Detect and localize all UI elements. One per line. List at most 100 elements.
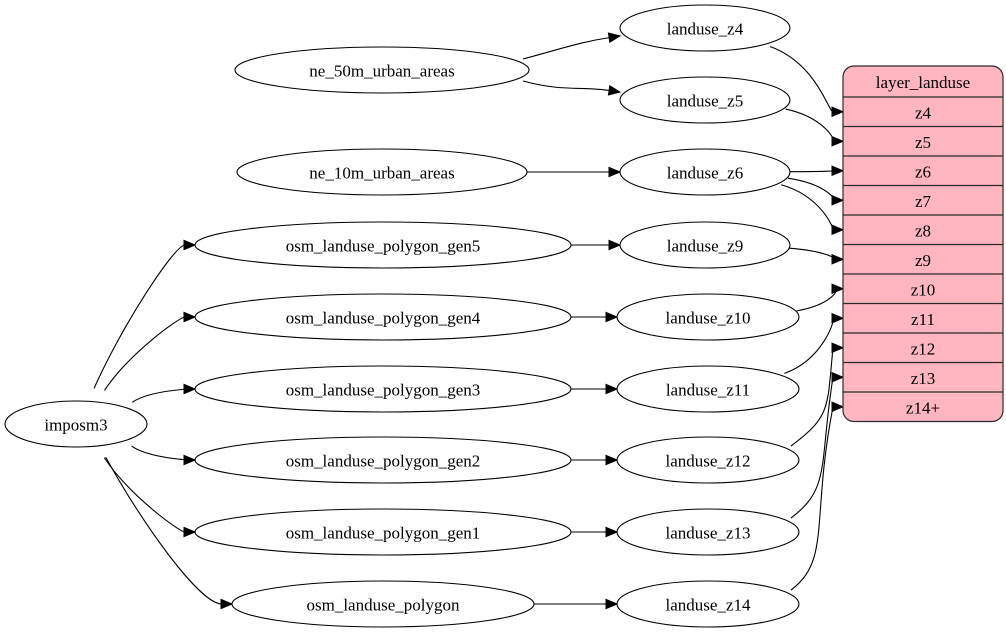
table-ellipse (236, 148, 528, 196)
edge-imposm3-to-osm_landuse_polygon_gen4 (104, 311, 197, 391)
edge-landuse_z5-to-row-z5 (785, 108, 845, 147)
table-ellipse (231, 580, 535, 628)
edge-landuse_z9-to-row-z9 (789, 247, 845, 265)
node-label: landuse_z12 (666, 452, 751, 471)
edge-landuse_z14-to-row-z14plus (790, 401, 845, 591)
node-label: landuse_z6 (667, 164, 743, 183)
table-row-z5[interactable]: z5 (915, 133, 931, 152)
table-ellipse (194, 436, 572, 484)
node-osm_landuse_polygon_gen2[interactable]: osm_landuse_polygon_gen2 (194, 436, 572, 484)
node-imposm3[interactable]: imposm3 (4, 400, 148, 448)
node-landuse_z12[interactable]: landuse_z12 (616, 436, 800, 484)
table-row-z6[interactable]: z6 (915, 162, 931, 181)
nodes-layer: imposm3 ne_50m_urban_areas ne_10m_urban_ar… (4, 4, 800, 628)
arrowhead (608, 239, 622, 251)
table-row-z9[interactable]: z9 (915, 251, 931, 270)
view-ellipse (616, 580, 800, 628)
node-landuse_z13[interactable]: landuse_z13 (616, 508, 800, 556)
node-label: ne_10m_urban_areas (309, 164, 454, 183)
node-label: osm_landuse_polygon_gen1 (286, 524, 481, 543)
arrowhead (183, 311, 197, 323)
arrowhead (605, 454, 619, 466)
edge-osm_landuse_polygon_gen5-to-landuse_z9 (571, 239, 622, 251)
edge-path (131, 388, 187, 403)
node-landuse_z6[interactable]: landuse_z6 (619, 148, 791, 196)
table-row-z4[interactable]: z4 (915, 103, 932, 122)
view-ellipse (619, 148, 791, 196)
node-landuse_z5[interactable]: landuse_z5 (619, 76, 791, 124)
node-label: landuse_z5 (667, 92, 743, 111)
node-ne_10m_urban_areas[interactable]: ne_10m_urban_areas (236, 148, 528, 196)
arrowhead (831, 401, 845, 413)
edge-path (769, 45, 834, 113)
edge-path (522, 80, 611, 92)
view-ellipse (616, 436, 800, 484)
arrowhead (605, 526, 619, 538)
edge-imposm3-to-osm_landuse_polygon_gen3 (131, 383, 197, 403)
view-ellipse (616, 365, 800, 413)
table-row-z7[interactable]: z7 (915, 192, 932, 211)
table-row-z8[interactable]: z8 (915, 221, 931, 240)
source-ellipse (4, 400, 148, 448)
table-ellipse (194, 508, 572, 556)
table-ellipse (194, 293, 572, 341)
view-ellipse (616, 293, 800, 341)
layer-landuse-header-label: layer_landuse (876, 73, 970, 92)
node-osm_landuse_polygon[interactable]: osm_landuse_polygon (231, 580, 535, 628)
edge-landuse_z13-to-row-z13 (790, 371, 845, 519)
arrowhead (607, 85, 622, 96)
table-row-z10[interactable]: z10 (911, 280, 936, 299)
node-osm_landuse_polygon_gen3[interactable]: osm_landuse_polygon_gen3 (194, 365, 572, 413)
node-label: osm_landuse_polygon_gen2 (286, 452, 481, 471)
edge-landuse_z6-to-row-z7 (787, 177, 845, 206)
edge-imposm3-to-osm_landuse_polygon_gen2 (131, 445, 197, 466)
edge-path (131, 445, 187, 461)
node-osm_landuse_polygon_gen4[interactable]: osm_landuse_polygon_gen4 (194, 293, 572, 341)
edge-ne10-to-landuse_z6 (526, 166, 622, 178)
edge-imposm3-to-osm_landuse_polygon_gen5 (93, 239, 197, 389)
edge-path (93, 244, 186, 389)
edge-osm_landuse_polygon-to-landuse_z14 (534, 598, 619, 610)
node-osm_landuse_polygon_gen1[interactable]: osm_landuse_polygon_gen1 (194, 508, 572, 556)
table-row-z11[interactable]: z11 (911, 310, 935, 329)
arrowhead (831, 165, 845, 177)
edge-path (522, 36, 611, 60)
node-label: osm_landuse_polygon_gen4 (286, 309, 481, 328)
node-landuse_z9[interactable]: landuse_z9 (619, 221, 791, 269)
node-label: landuse_z11 (666, 381, 750, 400)
node-ne_50m_urban_areas[interactable]: ne_50m_urban_areas (234, 46, 530, 94)
node-label: osm_landuse_polygon (307, 596, 460, 615)
arrowhead (183, 239, 197, 251)
edge-osm_landuse_polygon_gen4-to-landuse_z10 (571, 311, 619, 323)
table-row-z12[interactable]: z12 (911, 339, 936, 358)
node-landuse_z11[interactable]: landuse_z11 (616, 365, 800, 413)
node-label: landuse_z14 (666, 596, 751, 615)
arrowhead (831, 342, 845, 354)
view-ellipse (619, 221, 791, 269)
edge-path (790, 377, 834, 519)
node-landuse_z4[interactable]: landuse_z4 (619, 4, 791, 52)
arrowhead (831, 371, 845, 383)
node-landuse_z14[interactable]: landuse_z14 (616, 580, 800, 628)
edge-osm_landuse_polygon_gen1-to-landuse_z13 (571, 526, 619, 538)
table-row-z13[interactable]: z13 (911, 369, 936, 388)
node-osm_landuse_polygon_gen5[interactable]: osm_landuse_polygon_gen5 (194, 221, 572, 269)
arrowhead (220, 598, 234, 610)
node-landuse_z10[interactable]: landuse_z10 (616, 293, 800, 341)
table-ellipse (194, 221, 572, 269)
node-label: landuse_z9 (667, 237, 743, 256)
edge-path (785, 108, 835, 142)
table-ellipse (234, 46, 530, 94)
node-label: landuse_z13 (666, 524, 751, 543)
layer-landuse-table: layer_landuse z4 z5 z6 z7 z8 z9 z10 z11 z12 z13 z14… (842, 65, 1004, 423)
edge-path (789, 170, 835, 173)
layer-landuse-node[interactable]: layer_landuse z4 z5 z6 z7 z8 z9 z10 z11 z12 z13 z14… (842, 65, 1004, 423)
arrowhead (831, 106, 845, 118)
arrowhead (831, 283, 845, 295)
table-row-z14+[interactable]: z14+ (906, 398, 940, 417)
arrowhead (831, 135, 845, 147)
edge-path (105, 457, 223, 605)
table-ellipse (194, 365, 572, 413)
edges-layer (93, 32, 845, 610)
